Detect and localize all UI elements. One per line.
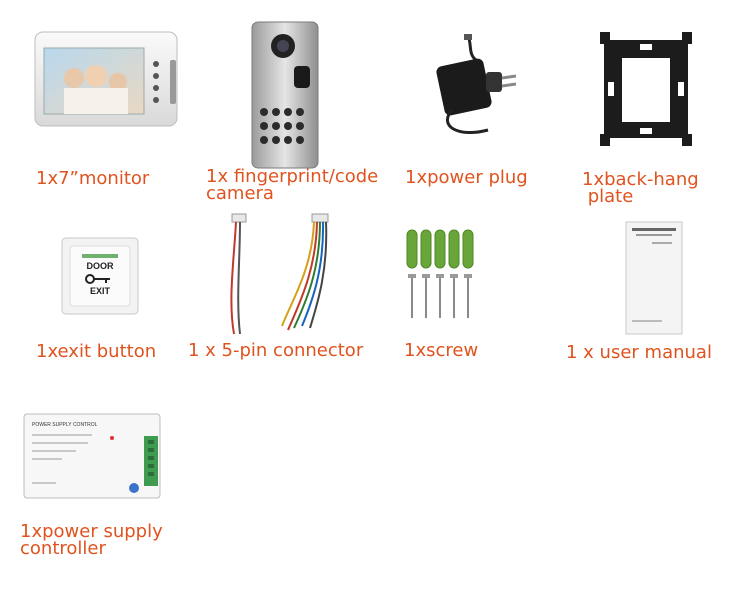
screws-label: 1xscrew [404, 340, 479, 361]
exit-button-label: 1xexit button [36, 341, 157, 362]
back-plate-label: 1xback-hang plate [582, 169, 699, 207]
door-text: DOOR [87, 261, 115, 271]
exit-button-image: DOOR EXIT [60, 236, 140, 316]
camera-label: 1x fingerprint/code camera [206, 166, 379, 204]
power-supply-label: 1xpower supply controller [20, 521, 163, 559]
user-manual-label: 1 x user manual [566, 342, 712, 363]
monitor-image [34, 30, 180, 130]
user-manual-image [622, 220, 686, 336]
screws-image [405, 226, 477, 320]
monitor-label: 1x7”monitor [36, 168, 150, 189]
power-supply-title: POWER SUPPLY CONTROL [32, 422, 98, 428]
power-plug-label: 1xpower plug [405, 167, 528, 188]
power-plug-image [428, 34, 520, 142]
connector-label: 1 x 5-pin connector [188, 340, 364, 361]
connector-image [222, 210, 340, 338]
power-supply-image: POWER SUPPLY CONTROL [22, 412, 162, 500]
camera-image [250, 20, 320, 170]
exit-text: EXIT [90, 286, 111, 296]
back-plate-image [600, 32, 692, 146]
